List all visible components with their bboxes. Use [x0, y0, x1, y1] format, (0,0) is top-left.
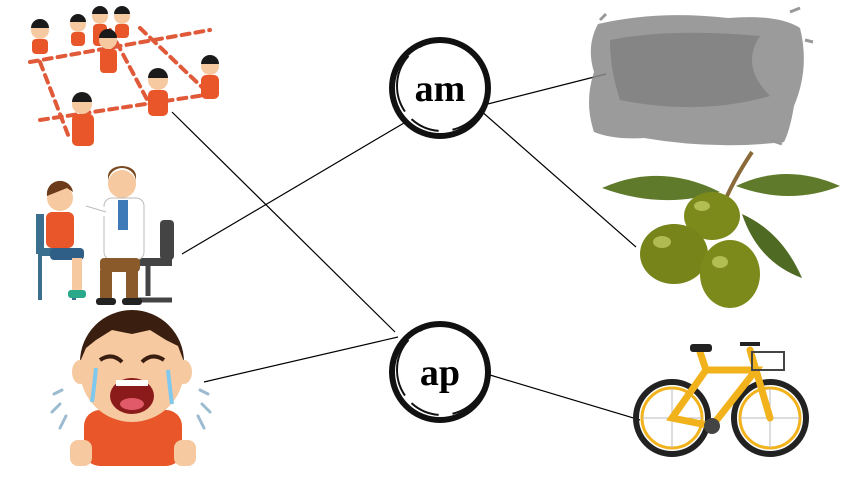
connection-line-am-paint-smudge [471, 73, 607, 109]
connection-line-am-olives [479, 109, 637, 248]
children-hopscotch-icon [28, 6, 219, 146]
sound-label-am: am [415, 68, 466, 110]
sound-nodes: am ap [389, 37, 491, 423]
brush-ring-ap [389, 321, 491, 423]
sound-node-am: am [389, 37, 491, 139]
crying-boy-icon [50, 310, 212, 466]
connection-line-ap-bicycle [479, 371, 641, 421]
gray-paint-smudge-icon [589, 6, 814, 146]
connection-lines [171, 73, 641, 421]
brush-ring-am [389, 37, 491, 139]
connection-line-doctor-exam-am [181, 122, 405, 255]
doctor-exam-icon [36, 166, 174, 305]
connection-line-children-game-ap [171, 111, 396, 333]
sound-label-ap: ap [420, 352, 460, 394]
olives-icon [602, 150, 840, 308]
sound-node-ap: ap [389, 321, 491, 423]
bicycle-icon [633, 342, 809, 457]
connection-line-crying-boy-ap [203, 336, 399, 383]
